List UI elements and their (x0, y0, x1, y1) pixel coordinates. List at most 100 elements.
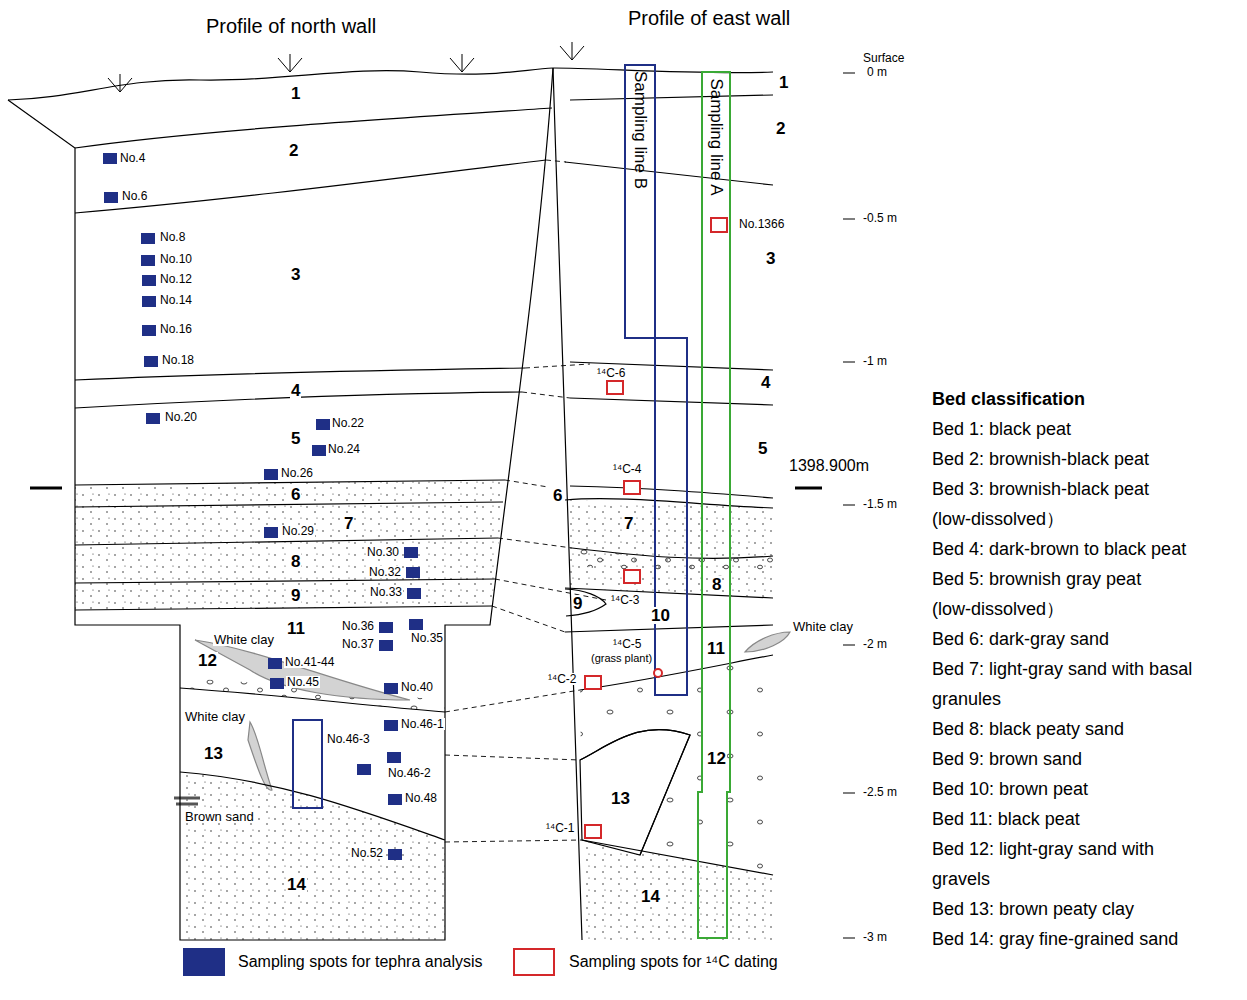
bed-number: 4 (760, 374, 771, 391)
bed-description: Bed 10: brown peat (932, 774, 1237, 804)
legend-text: Sampling spots for ¹⁴C dating (568, 954, 779, 970)
sample-number: No.32 (368, 566, 402, 578)
dating-sample: ¹⁴C-3 (610, 594, 641, 606)
bed-description: Bed 13: brown peaty clay (932, 894, 1237, 924)
bed-description: Bed 8: black peaty sand (932, 714, 1237, 744)
depth-label: -1.5 m (862, 498, 898, 510)
legend-swatch (513, 948, 555, 976)
bed-description: Bed 11: black peat (932, 804, 1237, 834)
view-title: Profile of north wall (205, 16, 377, 36)
bed-description: Bed 5: brownish gray peat (low-dissolved… (932, 564, 1172, 624)
bed-number: 9 (290, 587, 301, 604)
sample-number: No.12 (159, 273, 193, 285)
sample-number: No.1366 (738, 218, 785, 230)
sampling-line-label: Sampling line B (632, 71, 649, 189)
sampling-line-label: Sampling line A (708, 78, 725, 195)
sample-number: No.24 (327, 443, 361, 455)
bed-number: 4 (290, 382, 301, 399)
bed-description: Bed 12: light-gray sand with gravels (932, 834, 1207, 894)
note-label: White clay (184, 710, 246, 723)
bed-number: 13 (203, 745, 224, 762)
bed-number: 8 (711, 576, 722, 593)
sample-number: No.37 (341, 638, 375, 650)
bed-description: Bed 1: black peat (932, 414, 1237, 444)
sample-number: No.36 (341, 620, 375, 632)
dating-sample: ¹⁴C-2 (547, 673, 578, 685)
sample-number: No.29 (281, 525, 315, 537)
bed-number: 12 (706, 750, 727, 767)
sample-number: No.40 (400, 681, 434, 693)
note-label: White clay (792, 620, 854, 633)
sample-number: No.46-3 (326, 733, 371, 745)
sample-number: No.6 (121, 190, 148, 202)
dating-sample: ¹⁴C-6 (596, 367, 627, 379)
bed-number: 12 (197, 652, 218, 669)
depth-label: 0 m (866, 66, 888, 78)
dating-sample: ¹⁴C-5 (612, 638, 643, 650)
sample-number: No.10 (159, 253, 193, 265)
sample-number: No.41-44 (284, 656, 335, 668)
bed-number: 3 (765, 250, 776, 267)
legend-swatch (183, 948, 225, 976)
bed-number: 13 (610, 790, 631, 807)
depth-label: -2.5 m (862, 786, 898, 798)
bed-number: 5 (290, 430, 301, 447)
legend-text: Sampling spots for tephra analysis (237, 954, 484, 970)
sample-number: No.46-2 (387, 767, 432, 779)
bed-number: 7 (343, 515, 354, 532)
depth-label: Surface (862, 52, 905, 64)
bed-number: 5 (757, 440, 768, 457)
sample-number: No.16 (159, 323, 193, 335)
bed-description: Bed 9: brown sand (932, 744, 1237, 774)
sample-number: No.14 (159, 294, 193, 306)
legend-title: Bed classification (932, 384, 1237, 414)
note-label: Brown sand (184, 810, 255, 823)
elevation-label: 1398.900m (788, 458, 870, 474)
bed-number: 10 (650, 607, 671, 624)
dating-sample: ¹⁴C-4 (612, 463, 643, 475)
depth-label: -2 m (862, 638, 888, 650)
sample-number: No.18 (161, 354, 195, 366)
sample-number: No.20 (164, 411, 198, 423)
depth-label: -3 m (862, 931, 888, 943)
bed-number: 6 (290, 486, 301, 503)
bed-number: 1 (778, 74, 789, 91)
sample-number: No.30 (366, 546, 400, 558)
bed-description: Bed 2: brownish-black peat (932, 444, 1237, 474)
bed-number: 14 (640, 888, 661, 905)
bed-description: Bed 3: brownish-black peat (low-dissolve… (932, 474, 1172, 534)
bed-description: Bed 14: gray fine-grained sand (932, 924, 1237, 954)
bed-classification: Bed classificationBed 1: black peatBed 2… (932, 384, 1242, 954)
bed-number: 1 (290, 85, 301, 102)
sampling-line: Sampling line A (702, 72, 730, 792)
sample-number: No.4 (119, 152, 146, 164)
bed-number: 9 (572, 595, 583, 612)
dating-sample: ¹⁴C-1 (545, 822, 576, 834)
sample-number: No.33 (369, 586, 403, 598)
bed-number: 11 (706, 640, 726, 657)
sample-number: No.52 (350, 847, 384, 859)
bed-number: 11 (286, 620, 306, 637)
bed-description: Bed 6: dark-gray sand (932, 624, 1237, 654)
bed-number: 6 (552, 487, 563, 504)
view-title: Profile of east wall (627, 8, 791, 28)
sample-number: No.45 (286, 676, 320, 688)
note-label: White clay (213, 633, 275, 646)
bed-number: 8 (290, 553, 301, 570)
depth-label: -1 m (862, 355, 888, 367)
bed-number: 2 (288, 142, 299, 159)
bed-number: 14 (286, 876, 307, 893)
dating-sample: (grass plant) (590, 653, 653, 664)
sample-number: No.22 (331, 417, 365, 429)
sample-number: No.35 (410, 632, 444, 644)
bed-description: Bed 7: light-gray sand with basal granul… (932, 654, 1237, 714)
sample-number: No.46-1 (400, 718, 445, 730)
sample-number: No.8 (159, 231, 186, 243)
bed-description: Bed 4: dark-brown to black peat (932, 534, 1237, 564)
sampling-line: Sampling line B (625, 65, 655, 338)
bed-number: 3 (290, 266, 301, 283)
sample-number: No.48 (404, 792, 438, 804)
sample-number: No.26 (280, 467, 314, 479)
bed-number: 7 (623, 515, 634, 532)
